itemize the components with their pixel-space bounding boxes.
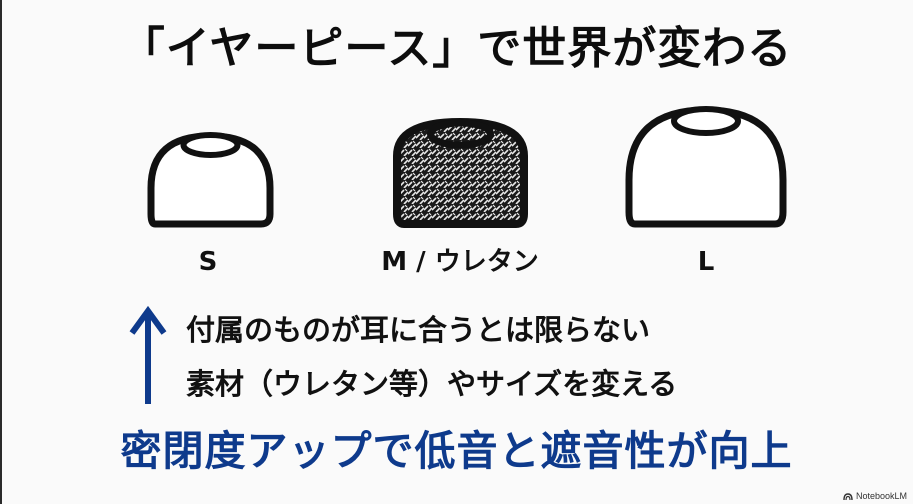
- conclusion-text: 密閉度アップで低音と遮音性が向上: [120, 427, 793, 475]
- notebooklm-logo-icon: [843, 493, 853, 500]
- slide-title: 「イヤーピース」で世界が変わる: [120, 23, 793, 74]
- size-label-s: S: [198, 247, 218, 277]
- ear-tip-medium-foam-icon: [392, 116, 529, 232]
- up-arrow-icon: [128, 305, 168, 405]
- point-2: 素材（ウレタン等）やサイズを変える: [186, 367, 678, 401]
- ear-tip-small-icon: [145, 128, 276, 232]
- point-1: 付属のものが耳に合うとは限らない: [186, 313, 651, 347]
- slide-edge-border: [0, 0, 2, 504]
- watermark-label: NotebookLM: [855, 491, 907, 501]
- ear-tip-large-icon: [623, 102, 789, 232]
- size-label-m: M / ウレタン: [381, 247, 539, 277]
- size-label-l: L: [697, 247, 715, 277]
- notebooklm-watermark: NotebookLM: [843, 491, 907, 501]
